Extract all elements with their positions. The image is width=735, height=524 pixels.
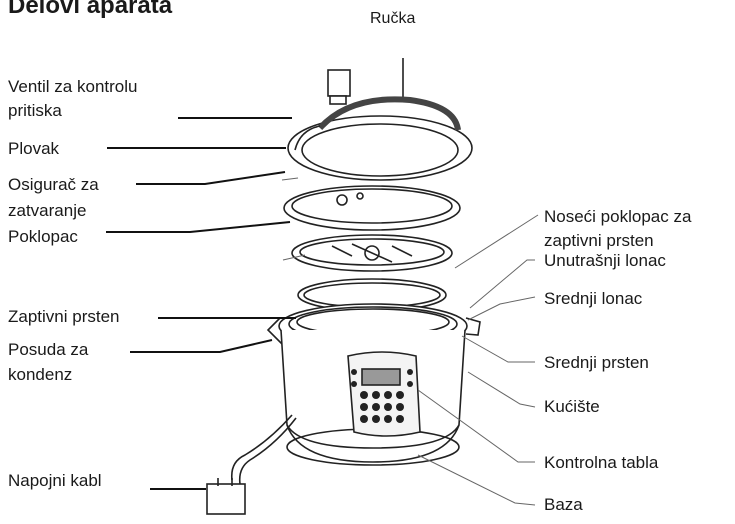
label-base: Baza	[544, 494, 583, 516]
label-seal-ring: Zaptivni prsten	[8, 306, 120, 328]
label-housing: Kućište	[544, 396, 600, 418]
label-handle: Ručka	[370, 8, 415, 30]
label-lid: Poklopac	[8, 226, 78, 248]
label-ring-holder-line1: Noseći poklopac za	[544, 206, 691, 228]
label-condensate-line2: kondenz	[8, 364, 72, 386]
label-control-panel: Kontrolna tabla	[544, 452, 658, 474]
label-pressure-valve-line2: pritiska	[8, 100, 62, 122]
label-condensate-line1: Posuda za	[8, 339, 88, 361]
label-inner-pot: Unutrašnji lonac	[544, 250, 666, 272]
label-ring-holder-line2: zaptivni prsten	[544, 230, 654, 252]
callout-lid	[106, 222, 290, 232]
label-power-cord: Napojni kabl	[8, 470, 102, 492]
callout-housing	[468, 372, 535, 407]
lid-top-part	[288, 116, 472, 180]
callout-middle-ring	[462, 336, 535, 362]
label-middle-ring: Srednji prsten	[544, 352, 649, 374]
callout-ring-holder	[455, 215, 538, 268]
callout-base	[418, 455, 535, 505]
callout-condensate	[130, 340, 272, 352]
callout-lock	[136, 172, 285, 184]
label-middle-pot: Srednji lonac	[544, 288, 642, 310]
plug-part	[207, 484, 245, 514]
label-pressure-valve-line1: Ventil za kontrolu	[8, 76, 137, 98]
control-panel-part	[348, 352, 420, 436]
label-lock-line2: zatvaranje	[8, 200, 86, 222]
label-float: Plovak	[8, 138, 59, 160]
pressure-valve-part	[328, 70, 350, 96]
callout-middle-pot	[468, 297, 535, 320]
label-lock-line1: Osigurač za	[8, 174, 99, 196]
callout-inner-pot	[470, 260, 535, 308]
